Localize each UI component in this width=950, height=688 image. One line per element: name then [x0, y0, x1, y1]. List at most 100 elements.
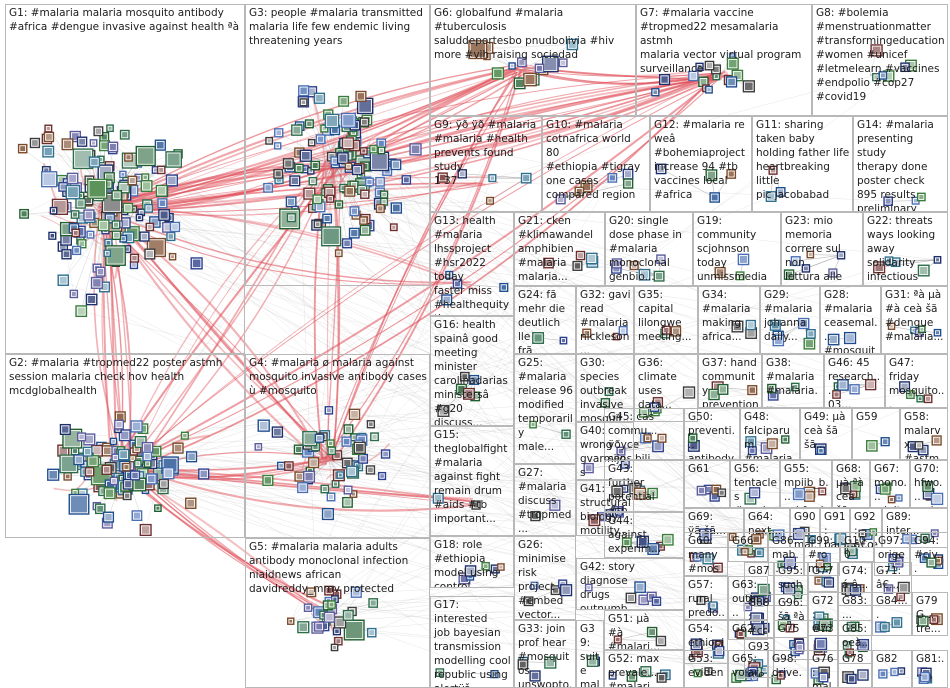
node-g4-fill: [256, 445, 260, 449]
node-g12-fill: [711, 194, 718, 201]
node-g1-fill: [139, 210, 143, 214]
node-g23-fill: [786, 271, 793, 278]
node-g2-fill: [155, 469, 165, 479]
node-g3-fill: [276, 130, 282, 136]
edge-cross: [138, 394, 911, 461]
node-g9: [457, 169, 467, 179]
node-g1-fill: [54, 201, 66, 213]
node-g12-fill: [707, 171, 716, 179]
group-box-g6: G6: globalfund #malaria #tuberculosis sa…: [430, 4, 636, 116]
group-box-g11: G11: sharing taken baby holding father l…: [752, 116, 853, 212]
node-g4-fill: [313, 444, 318, 449]
node-g27-fill: [551, 502, 559, 509]
node-g10-fill: [624, 171, 632, 178]
node-g37-fill: [710, 391, 718, 398]
node-g20: [638, 268, 651, 281]
node-g48-fill: [762, 444, 771, 452]
edge-cross: [155, 451, 495, 675]
group-label-g42: G42: story diagnose drugs outnumb...: [580, 561, 638, 609]
node-g34-fill: [747, 329, 755, 337]
node-g58-fill: [916, 443, 921, 448]
group-box-g47: G47: friday mosquito...: [885, 354, 948, 408]
edge-cross: [334, 398, 929, 648]
node-g21-fill: [578, 253, 583, 258]
node-g13: [445, 270, 454, 279]
group-label-g7: G7: #malaria vaccine #tropmed22 mesamala…: [640, 7, 802, 75]
node-g3-fill: [316, 203, 324, 211]
node-g4-fill: [355, 464, 361, 470]
edge-cross: [371, 632, 924, 680]
node-g1-fill: [172, 224, 178, 230]
node-g5-fill: [345, 612, 352, 619]
node-g1-fill: [101, 134, 107, 140]
group-label-g39: G39: suite malaria addition against...: [580, 623, 600, 687]
node-g2-fill: [183, 433, 187, 438]
group-label-g22: G22: threats ways looking away solidarit…: [867, 215, 936, 283]
node-g1-fill: [132, 263, 136, 267]
node-g3-fill: [318, 136, 324, 142]
node-g1-fill: [91, 158, 98, 166]
node-g1-fill: [62, 224, 73, 235]
node-g47-fill: [918, 397, 922, 401]
node-g36-fill: [685, 388, 693, 397]
node-g1-fill: [79, 241, 85, 247]
edge-cross: [108, 242, 475, 381]
node-g2-fill: [132, 422, 141, 431]
node-g27: [549, 499, 561, 511]
node-g58: [914, 441, 924, 450]
node-g50-fill: [690, 435, 696, 441]
node-g3-fill: [411, 145, 420, 154]
node-g1: [57, 274, 70, 286]
node-g1-fill: [43, 173, 56, 186]
group-box-g98: G98: drive...: [768, 650, 808, 688]
edge-bundle-g1-g13: [109, 212, 472, 284]
node-g1: [144, 248, 156, 260]
node-g3-fill: [323, 228, 339, 245]
node-g4-fill: [372, 434, 377, 439]
node-g14-fill: [885, 198, 891, 204]
node-g3-fill: [371, 153, 387, 169]
group-box-g8: G8: #bolemia #menstruationmatter #transf…: [812, 4, 948, 116]
group-box-g66: G66: [728, 532, 768, 562]
group-label-g79: G79G... tre... #m...: [916, 595, 941, 635]
node-g3: [389, 223, 398, 232]
node-g1-fill: [158, 187, 166, 195]
edge-g45: [620, 446, 659, 452]
node-g1-fill: [113, 232, 119, 238]
node-g3-fill: [392, 161, 400, 168]
node-g1-fill: [167, 153, 180, 166]
node-g6-fill: [561, 60, 566, 65]
node-g7-fill: [661, 76, 668, 83]
node-g1-fill: [79, 194, 83, 198]
edge-cross: [324, 128, 633, 677]
node-g30-fill: [606, 389, 612, 394]
edge-cross: [347, 83, 520, 464]
node-g1-fill: [121, 237, 125, 241]
node-g47-fill: [901, 383, 908, 390]
edge-cross: [354, 145, 856, 495]
node-g56-fill: [746, 495, 755, 503]
node-g68-fill: [851, 492, 855, 496]
node-g59: [866, 440, 878, 452]
node-g32: [618, 325, 628, 336]
group-label-g11: G11: sharing taken baby holding father l…: [756, 119, 850, 201]
node-g3-fill: [328, 197, 332, 201]
group-label-g78: G78: [842, 653, 864, 665]
node-g5-fill: [333, 597, 337, 601]
node-g46-fill: [867, 381, 874, 389]
node-g3-fill: [293, 126, 301, 134]
edge-cross: [111, 210, 856, 495]
edge-cross: [341, 150, 724, 390]
node-g1-fill: [105, 174, 113, 182]
node-g1-fill: [46, 126, 51, 131]
edge-cross: [299, 125, 895, 673]
node-g2: [109, 437, 118, 446]
node-g11-fill: [767, 193, 775, 200]
group-box-g28: G28: #malaria ceasemal... #mosquit...: [820, 286, 881, 354]
group-label-g26: G26: minimise risk project #embed vector…: [518, 539, 566, 619]
node-g32: [612, 332, 621, 341]
edge-g23: [795, 254, 842, 262]
node-g12: [655, 163, 667, 175]
group-label-g10: G10: #malaria cotnafrica world 80 #ethio…: [546, 119, 641, 201]
